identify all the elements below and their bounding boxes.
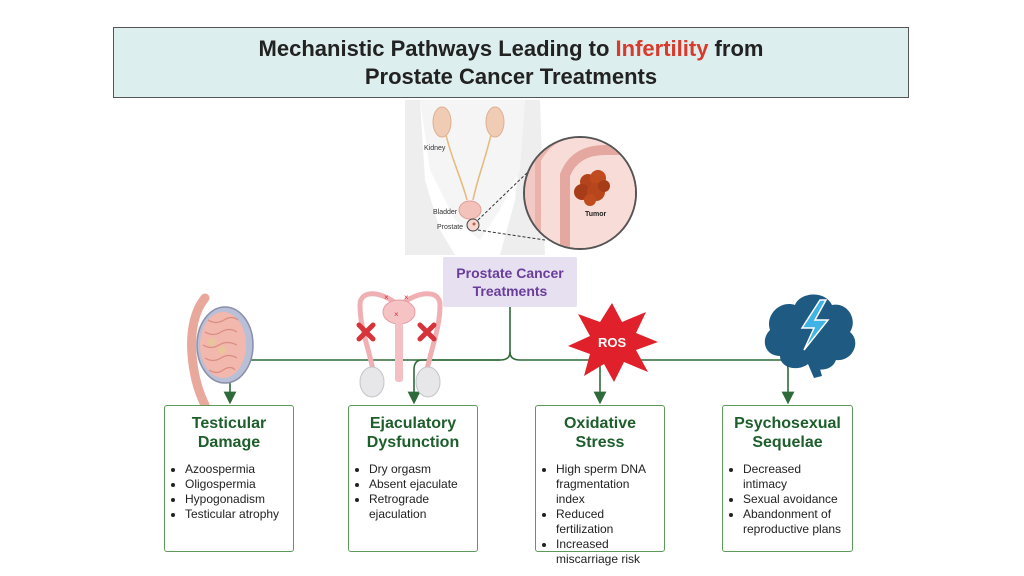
svg-text:×: ×	[384, 293, 389, 302]
blocked-x-icon-left	[356, 322, 376, 342]
list-item: Decreased intimacy	[743, 462, 846, 492]
blocked-x-icon-right	[417, 322, 437, 342]
ros-label: ROS	[598, 335, 627, 350]
tumor-label: Tumor	[585, 211, 607, 218]
urinary-anatomy-figure	[405, 100, 545, 255]
list-item: Reduced fertilization	[556, 507, 658, 537]
bladder-icon	[458, 200, 482, 220]
bladder-label: Bladder	[433, 209, 458, 216]
brain-lightning-icon	[764, 294, 856, 378]
treatments-node-line1: Prostate Cancer	[456, 265, 564, 281]
tumor-icon	[574, 170, 610, 206]
title-line-2: Prostate Cancer Treatments	[364, 63, 658, 89]
list-item: Dry orgasm	[369, 462, 471, 477]
svg-text:×: ×	[404, 293, 409, 302]
connector-lines	[223, 307, 795, 405]
card-list: Dry orgasm Absent ejaculate Retrograde e…	[355, 462, 471, 522]
title-text-end: from	[708, 35, 764, 61]
left-kidney-icon	[432, 106, 452, 138]
diagram-title: Mechanistic Pathways Leading to Infertil…	[113, 27, 909, 98]
title-highlight-infertility: Infertility	[615, 35, 709, 61]
list-item: High sperm DNA fragmentation index	[556, 462, 658, 507]
list-item: Retrograde ejaculation	[369, 492, 471, 522]
prostate-label: Prostate	[437, 224, 463, 231]
list-item: Absent ejaculate	[369, 477, 471, 492]
svg-text:×: ×	[394, 310, 399, 319]
list-item: Abandonment of reproductive plans	[743, 507, 846, 537]
treatments-node-line2: Treatments	[472, 283, 548, 299]
testis-icon	[187, 293, 254, 410]
reproductive-tract-icon: × × ×	[357, 291, 443, 398]
list-item: Testicular atrophy	[185, 507, 287, 522]
title-line-1: Mechanistic Pathways Leading to Infertil…	[259, 35, 764, 63]
list-item: Increased miscarriage risk	[556, 537, 658, 567]
treatments-node: Prostate Cancer Treatments	[443, 257, 577, 307]
list-item: Oligospermia	[185, 477, 287, 492]
list-item: Hypogonadism	[185, 492, 287, 507]
card-list: High sperm DNA fragmentation index Reduc…	[542, 462, 658, 567]
card-list: Decreased intimacy Sexual avoidance Aban…	[729, 462, 846, 537]
right-kidney-icon	[485, 106, 505, 138]
kidney-label: Kidney	[424, 145, 446, 152]
list-item: Azoospermia	[185, 462, 287, 477]
title-text-start: Mechanistic Pathways Leading to	[258, 35, 616, 61]
list-item: Sexual avoidance	[743, 492, 846, 507]
ros-burst-icon	[568, 303, 658, 382]
card-list: Azoospermia Oligospermia Hypogonadism Te…	[171, 462, 287, 522]
